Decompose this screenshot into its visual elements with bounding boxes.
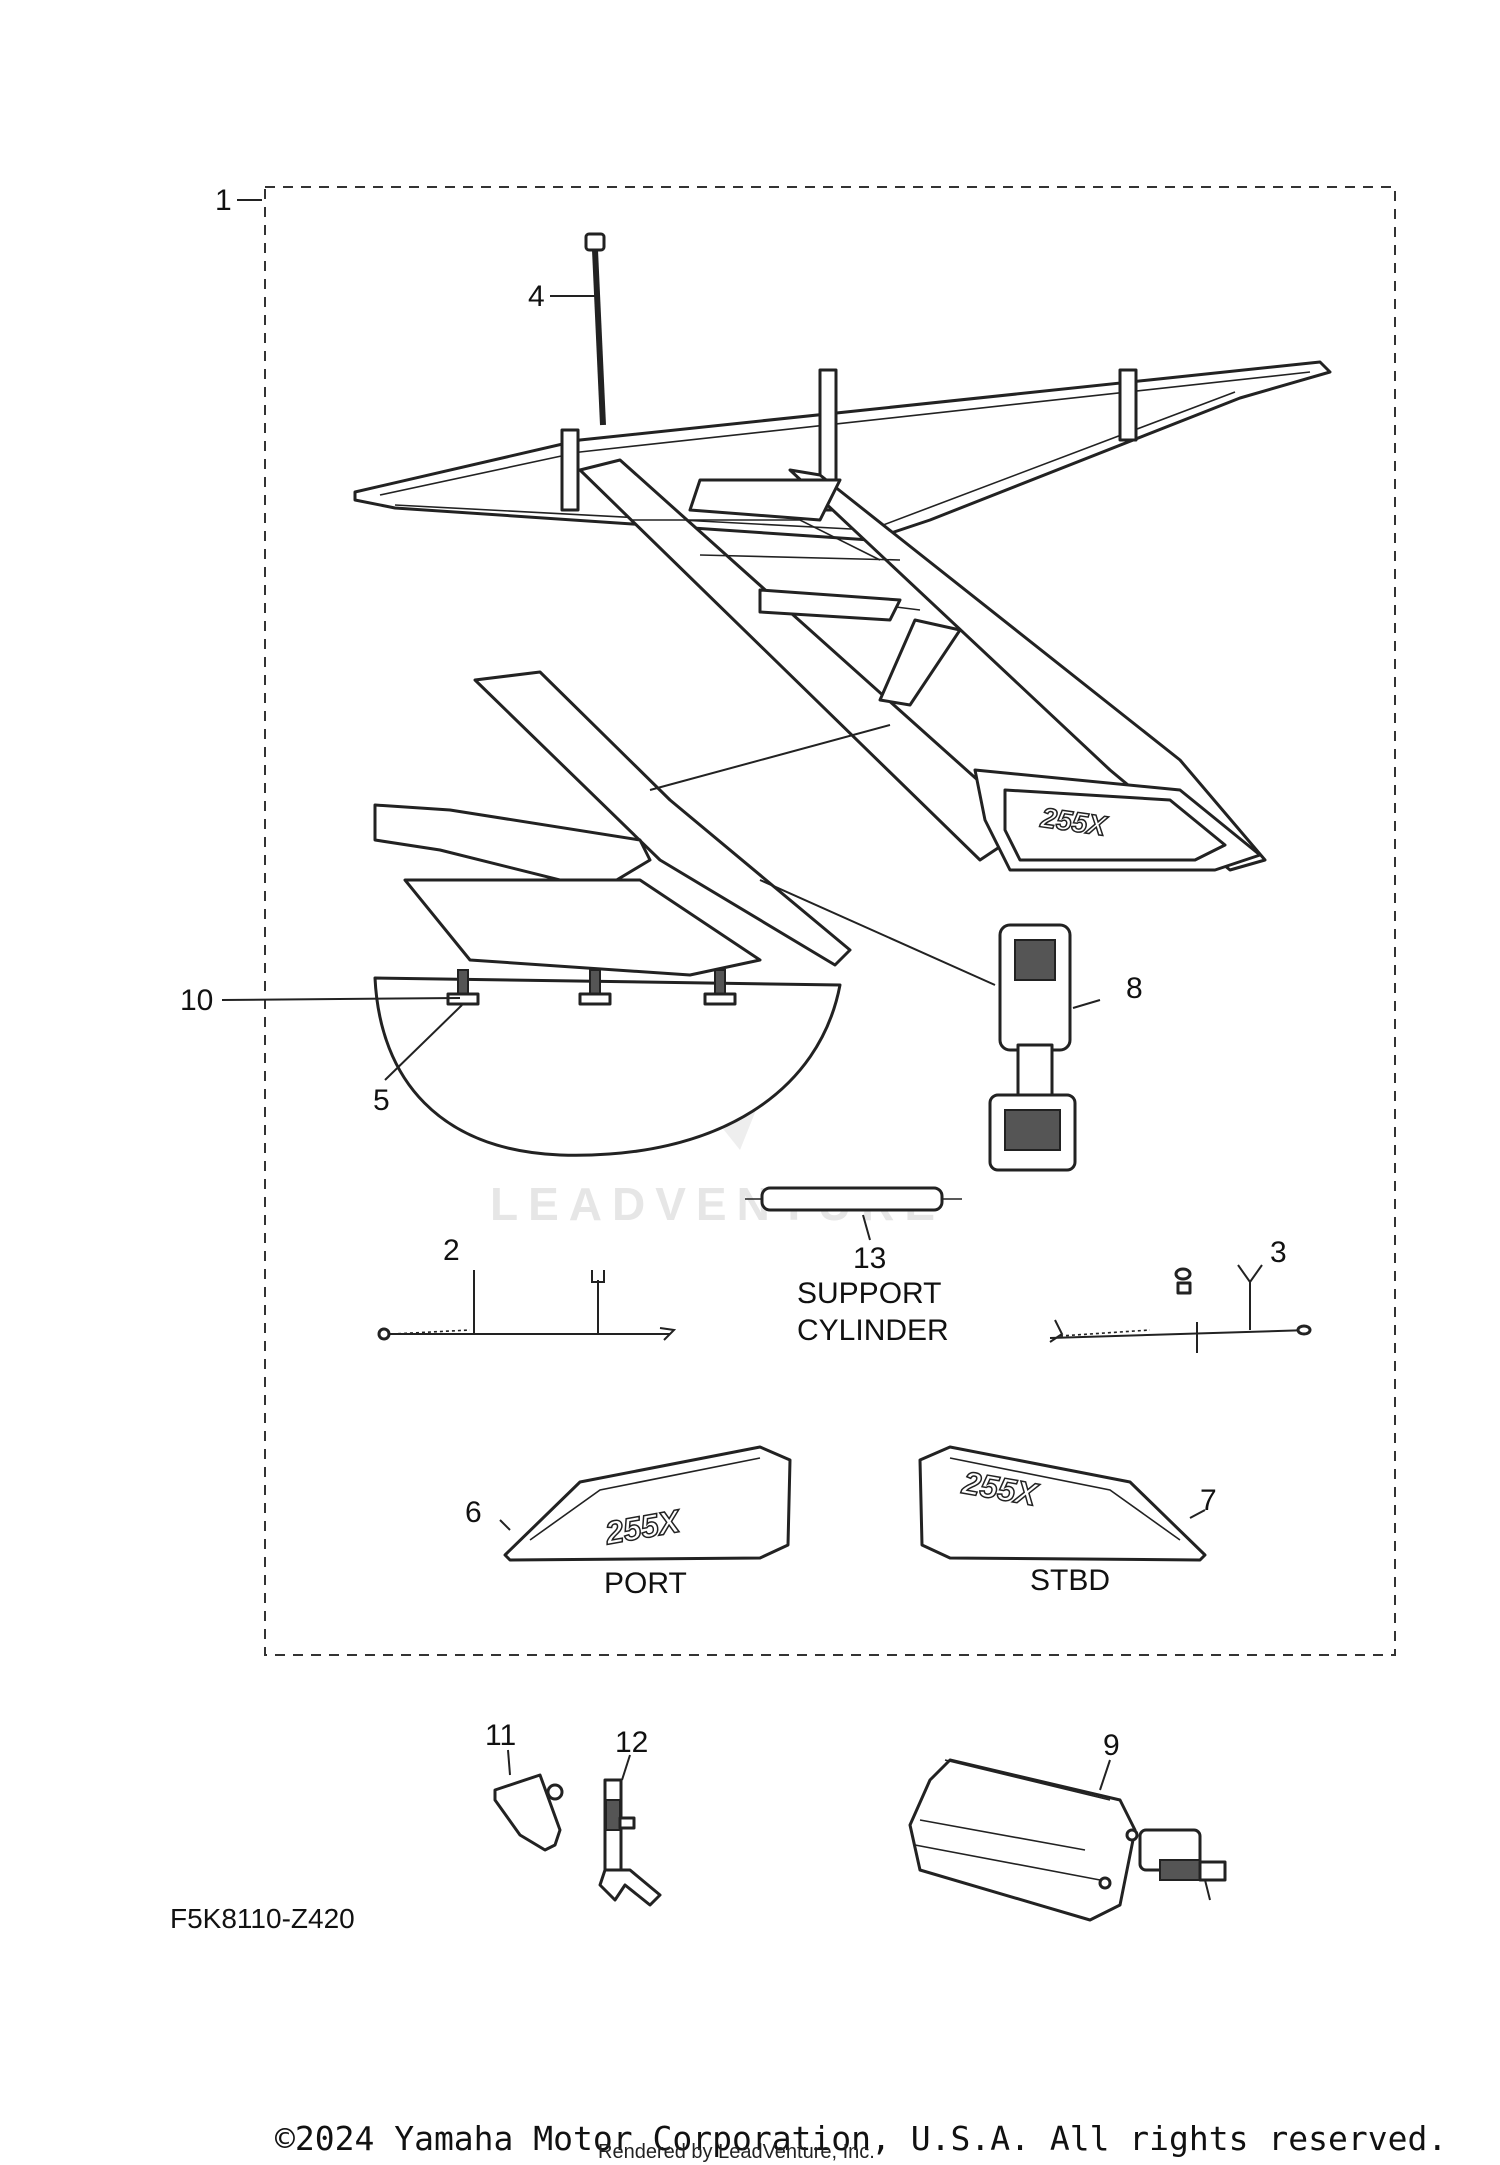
callout-7: 7 xyxy=(1200,1484,1217,1517)
callout-4: 4 xyxy=(528,280,545,313)
part-7-stbd-panel: 255X xyxy=(918,1445,1207,1562)
callout-2: 2 xyxy=(443,1234,460,1267)
part-11-mirror xyxy=(493,1773,564,1852)
callout-6: 6 xyxy=(465,1496,482,1529)
callout-12: 12 xyxy=(615,1726,648,1759)
part-9-rack xyxy=(908,1758,1227,1922)
part-6-port-panel: 255X xyxy=(503,1445,792,1562)
callout-9: 9 xyxy=(1103,1729,1120,1762)
caption-cylinder: CYLINDER xyxy=(797,1314,949,1347)
tower-assembly: 255X xyxy=(353,360,1332,1157)
part-2-harness xyxy=(377,1270,677,1341)
callout-10: 10 xyxy=(180,984,213,1017)
kit-boundary xyxy=(264,186,1396,1656)
caption-stbd: STBD xyxy=(1030,1564,1110,1597)
callout-1: 1 xyxy=(215,184,232,217)
part-13-support-cylinder xyxy=(745,1186,962,1212)
caption-support: SUPPORT xyxy=(797,1277,941,1310)
callout-3: 3 xyxy=(1270,1236,1287,1269)
callout-labels: 1 2 3 4 5 6 7 8 9 10 11 12 13 xyxy=(180,184,1287,1762)
part-4-rod xyxy=(584,232,606,426)
part-8-latch xyxy=(759,879,1077,1172)
bolt-row xyxy=(446,969,737,1006)
part-3-harness xyxy=(1049,1264,1312,1353)
part-12-bracket xyxy=(598,1778,662,1907)
callout-13: 13 xyxy=(853,1242,886,1275)
copyright-notice: ©2024 Yamaha Motor Corporation, U.S.A. A… xyxy=(275,2119,1447,2158)
rendered-by: Rendered by LeadVenture, Inc. xyxy=(598,2141,875,2163)
leader-lines xyxy=(221,199,1206,1791)
diagram-ref-code: F5K8110-Z420 xyxy=(170,1903,355,1934)
callout-8: 8 xyxy=(1126,972,1143,1005)
captions: SUPPORT CYLINDER PORT STBD xyxy=(604,1277,1110,1600)
callout-11: 11 xyxy=(485,1719,516,1752)
callout-5: 5 xyxy=(373,1084,390,1117)
caption-port: PORT xyxy=(604,1567,687,1600)
